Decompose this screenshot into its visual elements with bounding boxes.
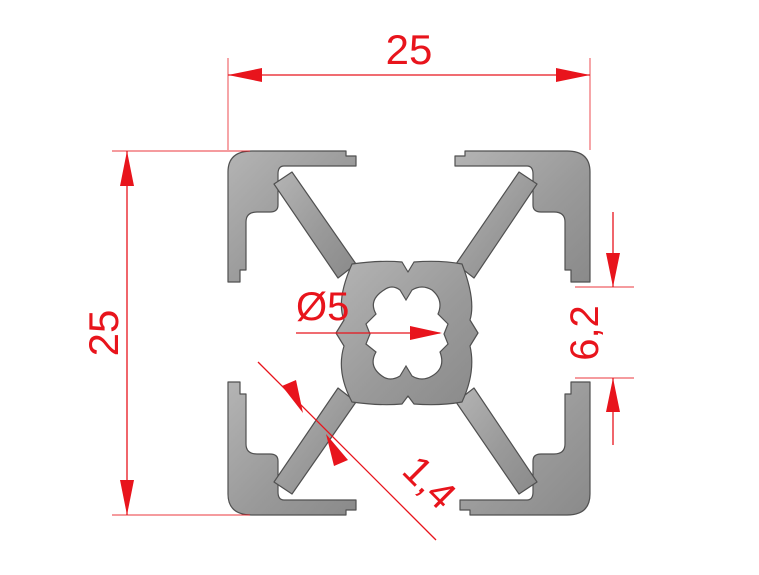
height-dimension: 25 <box>80 150 250 516</box>
height-arrow-top <box>120 151 134 186</box>
width-dimension: 25 <box>227 26 591 150</box>
slot-dimension: 6,2 <box>563 212 634 445</box>
bore-dimension: Ø5 <box>296 285 442 340</box>
corner-lug-bottom-right <box>459 381 591 516</box>
bore-label: Ø5 <box>296 285 349 329</box>
slot-arrow-top <box>606 253 620 287</box>
width-label: 25 <box>386 26 433 73</box>
bore-arrow <box>410 326 442 340</box>
rib-bottom-left <box>273 387 357 495</box>
slot-arrow-bottom <box>606 378 620 412</box>
slot-label: 6,2 <box>563 305 607 361</box>
height-arrow-bottom <box>120 480 134 515</box>
wall-arrow-upper <box>282 380 303 413</box>
width-arrow-left <box>228 68 262 82</box>
wall-arrow-lower <box>326 434 348 466</box>
width-arrow-right <box>556 68 590 82</box>
corner-lug-bottom-left <box>227 381 357 516</box>
corner-lug-top-right <box>454 150 591 283</box>
corner-lug-top-left <box>227 150 357 283</box>
rib-top-left <box>273 171 357 279</box>
rib-top-right <box>455 171 538 279</box>
rib-bottom-right <box>455 387 538 495</box>
height-label: 25 <box>80 310 127 357</box>
wall-label: 1,4 <box>394 448 464 518</box>
